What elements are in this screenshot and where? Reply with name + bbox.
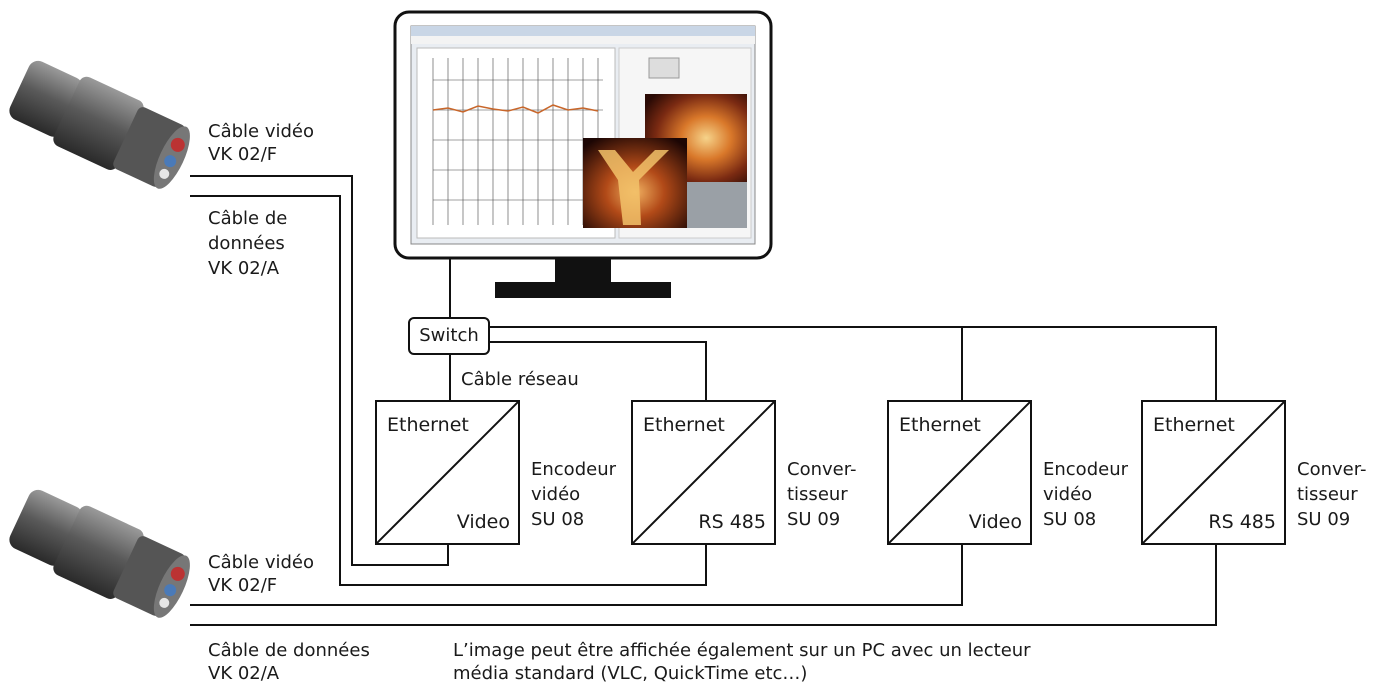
camera-top <box>9 60 190 189</box>
diagonal-divider-icon <box>377 402 518 543</box>
encoder-2-desc-line2: vidéo <box>1043 484 1093 505</box>
footnote-line2: média standard (VLC, QuickTime etc…) <box>453 663 808 684</box>
top-data-cable-label-line3: VK 02/A <box>208 258 280 279</box>
network-switch: Switch <box>408 317 490 355</box>
bottom-data-cable-label-line1: Câble de données <box>208 640 370 661</box>
screen-chart <box>416 47 616 239</box>
converter-2-desc-line2: tisseur <box>1297 484 1358 505</box>
converter-2-desc-line1: Conver- <box>1297 459 1367 480</box>
bottom-video-cable-label-line2: VK 02/F <box>208 575 278 596</box>
network-cable-label: Câble réseau <box>461 369 579 390</box>
video-encoder-2: Ethernet Video <box>887 400 1032 545</box>
monitor <box>393 10 773 298</box>
monitor-base <box>495 282 671 298</box>
converter-2-desc-line3: SU 09 <box>1297 509 1351 530</box>
converter-1-ethernet-label: Ethernet <box>643 414 725 436</box>
bottom-data-cable-label-line2: VK 02/A <box>208 663 280 684</box>
data-cable-top <box>190 195 707 586</box>
bottom-video-cable-label-line1: Câble vidéo <box>208 552 314 573</box>
encoder-1-desc-line2: vidéo <box>531 484 581 505</box>
encoder-1-video-label: Video <box>456 511 510 533</box>
top-data-cable-label-line1: Câble de <box>208 208 288 229</box>
monitor-neck <box>555 258 611 282</box>
top-video-cable-label-line1: Câble vidéo <box>208 121 314 142</box>
top-data-cable-label-line2: données <box>208 233 285 254</box>
encoder-2-desc-line1: Encodeur <box>1043 459 1128 480</box>
encoder-2-ethernet-label: Ethernet <box>899 414 981 436</box>
encoder-2-desc-line3: SU 08 <box>1043 509 1097 530</box>
converter-1-rs485-label: RS 485 <box>698 511 766 533</box>
network-cable-converter-1 <box>490 341 707 400</box>
camera-bottom <box>9 489 190 618</box>
diagonal-divider-icon <box>633 402 774 543</box>
converter-1-desc-line3: SU 09 <box>787 509 841 530</box>
encoder-1-desc-line3: SU 08 <box>531 509 585 530</box>
rs485-converter-2: Ethernet RS 485 <box>1141 400 1286 545</box>
video-encoder-1: Ethernet Video <box>375 400 520 545</box>
top-video-cable-label-line2: VK 02/F <box>208 144 278 165</box>
video-cable-bottom <box>190 545 963 606</box>
switch-label: Switch <box>419 325 479 346</box>
rs485-converter-1: Ethernet RS 485 <box>631 400 776 545</box>
diagonal-divider-icon <box>1143 402 1284 543</box>
video-cable-top <box>190 175 449 566</box>
converter-2-rs485-label: RS 485 <box>1208 511 1276 533</box>
data-cable-bottom <box>190 545 1217 626</box>
network-cable-bus <box>490 326 1217 400</box>
encoder-2-video-label: Video <box>968 511 1022 533</box>
converter-1-desc-line1: Conver- <box>787 459 857 480</box>
converter-1-desc-line2: tisseur <box>787 484 848 505</box>
converter-2-ethernet-label: Ethernet <box>1153 414 1235 436</box>
diagonal-divider-icon <box>889 402 1030 543</box>
encoder-1-ethernet-label: Ethernet <box>387 414 469 436</box>
footnote-line1: L’image peut être affichée également sur… <box>453 640 1031 661</box>
encoder-1-desc-line1: Encodeur <box>531 459 616 480</box>
